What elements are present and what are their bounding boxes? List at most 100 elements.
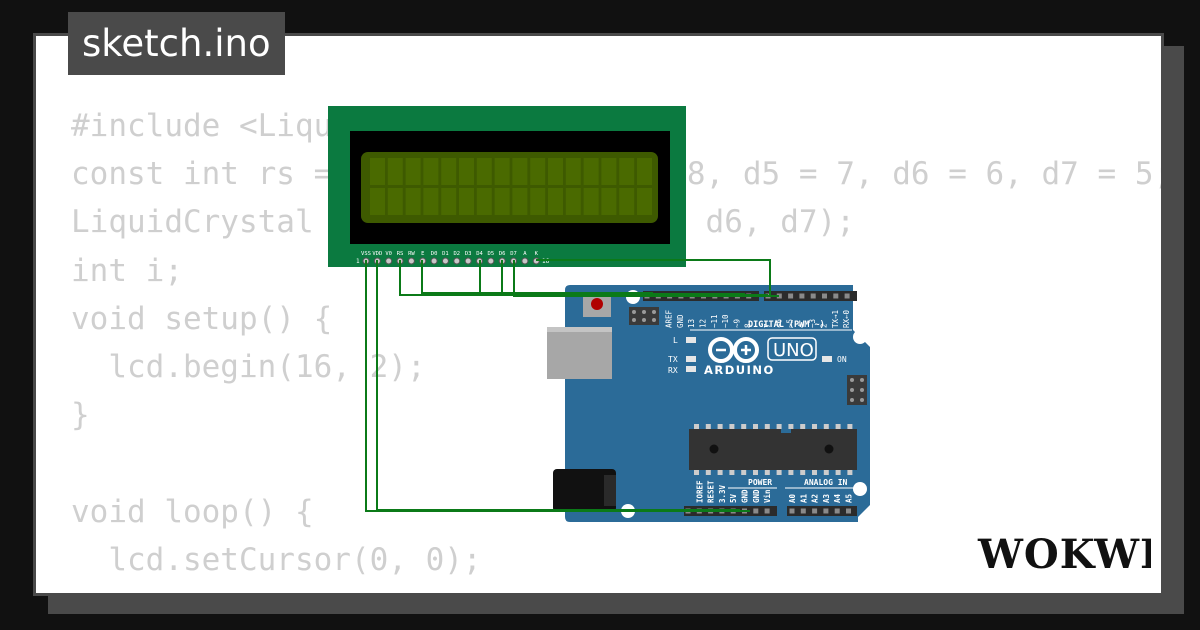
led-l: L <box>673 336 696 345</box>
chip-leg <box>764 470 770 475</box>
digital-pin-label: 8 <box>744 323 753 328</box>
power-pin-label: IOREF <box>695 480 704 503</box>
header-pin[interactable] <box>753 508 759 514</box>
header-pin[interactable] <box>846 508 851 514</box>
lcd-character-cell <box>387 188 403 215</box>
digital-pin[interactable] <box>822 293 827 299</box>
analog-pin-label: A4 <box>833 493 842 503</box>
digital-pin[interactable] <box>833 293 839 299</box>
digital-pin-label: 13 <box>687 319 696 328</box>
wokwi-logo-text: WOKWI <box>977 531 1151 578</box>
analog-pin-label: A0 <box>788 493 797 503</box>
lcd-pin-label: K <box>535 251 539 257</box>
led-on: ON <box>822 355 847 364</box>
power-pin-label: GND <box>741 489 750 503</box>
digital-pin[interactable] <box>810 293 816 299</box>
lcd-pin-label: V0 <box>385 251 392 257</box>
lcd-character-cell <box>512 188 528 215</box>
header-pin[interactable] <box>764 508 770 514</box>
header-pin[interactable] <box>834 508 840 514</box>
chip-leg <box>764 424 770 429</box>
lcd-pin-v0[interactable] <box>385 257 393 265</box>
lcd-pin-a[interactable] <box>521 257 529 265</box>
digital-pin-label: ~11 <box>710 314 719 328</box>
digital-pin-label: RX←0 <box>842 309 851 328</box>
digital-header-label: DIGITAL (PWM ~) <box>748 320 825 330</box>
lcd-pin-label: VSS <box>361 251 371 257</box>
digital-pin-label: TX→1 <box>831 310 840 328</box>
lcd-character-cell <box>441 188 457 215</box>
chip-leg <box>694 470 699 475</box>
lcd-pin-d3[interactable] <box>464 257 472 265</box>
chip-leg <box>788 470 794 475</box>
power-pin-label: Vin <box>763 489 772 503</box>
digital-pin[interactable] <box>788 293 794 299</box>
lcd-pin-label: D0 <box>431 251 438 257</box>
power-pin-label: RESET <box>707 480 716 503</box>
lcd-character-cell <box>583 158 599 185</box>
chip-leg <box>717 470 723 475</box>
chip-leg <box>776 424 782 429</box>
lcd-character-cell <box>405 188 421 215</box>
header-pin[interactable] <box>800 508 806 514</box>
led-tx: TX <box>668 355 696 364</box>
wire-d6[interactable] <box>513 260 779 297</box>
lcd-pin-d0[interactable] <box>430 257 438 265</box>
digital-pin-label: AREF <box>665 309 674 328</box>
lcd-character-cell <box>476 158 492 185</box>
power-header-label: POWER <box>748 478 772 487</box>
chip-leg <box>847 470 853 475</box>
wire-d7[interactable] <box>536 259 771 296</box>
svg-text:TX: TX <box>668 355 678 364</box>
lcd-pin-label: RS <box>397 251 404 257</box>
header-pin[interactable] <box>812 508 818 514</box>
lcd-character-cell <box>423 188 439 215</box>
usb-connector <box>547 327 612 379</box>
chip-leg <box>812 470 817 475</box>
side-header <box>847 375 867 405</box>
lcd-character-cell <box>548 158 563 185</box>
arduino-infinity-logo <box>708 337 759 363</box>
digital-pin-label: 7 <box>763 323 772 328</box>
digital-pin-label: GND <box>676 314 685 328</box>
lcd-pin-label: A <box>523 251 527 257</box>
chip-leg <box>788 424 794 429</box>
chip-leg <box>835 424 841 429</box>
lcd-character-cell <box>476 188 492 215</box>
digital-pin-label: ~10 <box>721 314 730 328</box>
digital-pin[interactable] <box>799 293 805 299</box>
wokwi-logo[interactable]: WOKWI <box>976 528 1151 578</box>
lcd-pin-rw[interactable] <box>407 257 415 265</box>
lcd-pin-d2[interactable] <box>453 257 461 265</box>
chip-leg <box>741 470 747 475</box>
icsp-header <box>629 307 659 325</box>
wires <box>365 259 779 512</box>
lcd-character-cell <box>370 188 385 215</box>
header-pin[interactable] <box>823 508 829 514</box>
header-pin[interactable] <box>789 508 795 514</box>
led-rx: RX <box>668 366 696 375</box>
wire-vdd[interactable] <box>376 260 740 511</box>
lcd-character-cell <box>565 158 581 185</box>
chip-leg <box>812 424 817 429</box>
digital-pin[interactable] <box>844 293 850 299</box>
lcd-pin-d1[interactable] <box>441 257 449 265</box>
digital-pin[interactable] <box>776 293 782 299</box>
lcd-pin-d5[interactable] <box>487 257 495 265</box>
chip-leg <box>753 424 758 429</box>
lcd-character-cell <box>387 158 403 185</box>
digital-pin-label: ~3 <box>808 319 817 328</box>
sketch-title-tab[interactable]: sketch.ino <box>68 12 285 75</box>
digital-pin-label: ~6 <box>774 318 783 328</box>
code-line: lcd.begin(16, 2); <box>71 348 426 385</box>
lcd-pin-label: D5 <box>488 251 495 257</box>
lcd-character-cell <box>530 188 546 215</box>
sketch-title: sketch.ino <box>82 22 271 65</box>
chip-leg <box>717 424 723 429</box>
code-line: } <box>71 397 90 434</box>
